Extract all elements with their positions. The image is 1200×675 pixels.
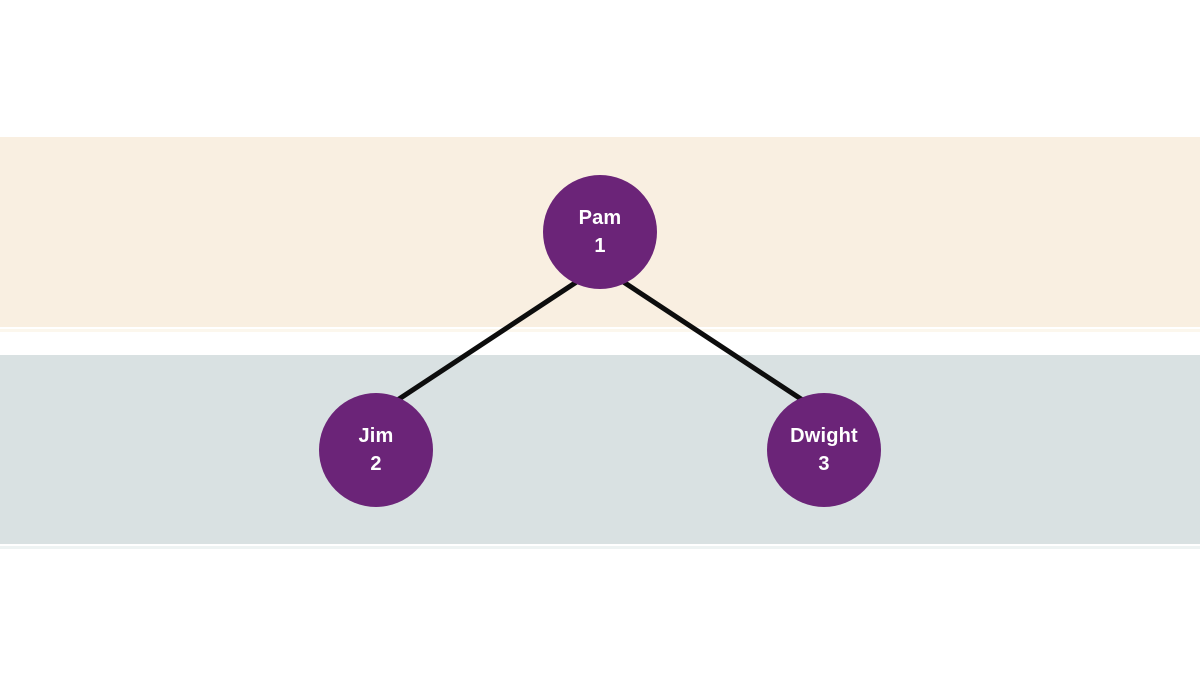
node-label: Pam	[578, 207, 622, 229]
node-value: 2	[370, 453, 382, 475]
node-value: 1	[594, 235, 606, 257]
edge-pam-jim	[393, 278, 581, 404]
edge-pam-dwight	[619, 278, 807, 404]
node-value: 3	[818, 453, 830, 475]
tree-node-pam: Pam 1	[543, 175, 657, 289]
node-label: Dwight	[790, 425, 858, 447]
highlight-band-bottom	[0, 355, 1200, 544]
tree-node-dwight: Dwight 3	[767, 393, 881, 507]
tree-node-jim: Jim 2	[319, 393, 433, 507]
highlight-band-top-echo	[0, 329, 1200, 332]
highlight-band-bottom-echo	[0, 546, 1200, 549]
node-label: Jim	[358, 425, 394, 447]
